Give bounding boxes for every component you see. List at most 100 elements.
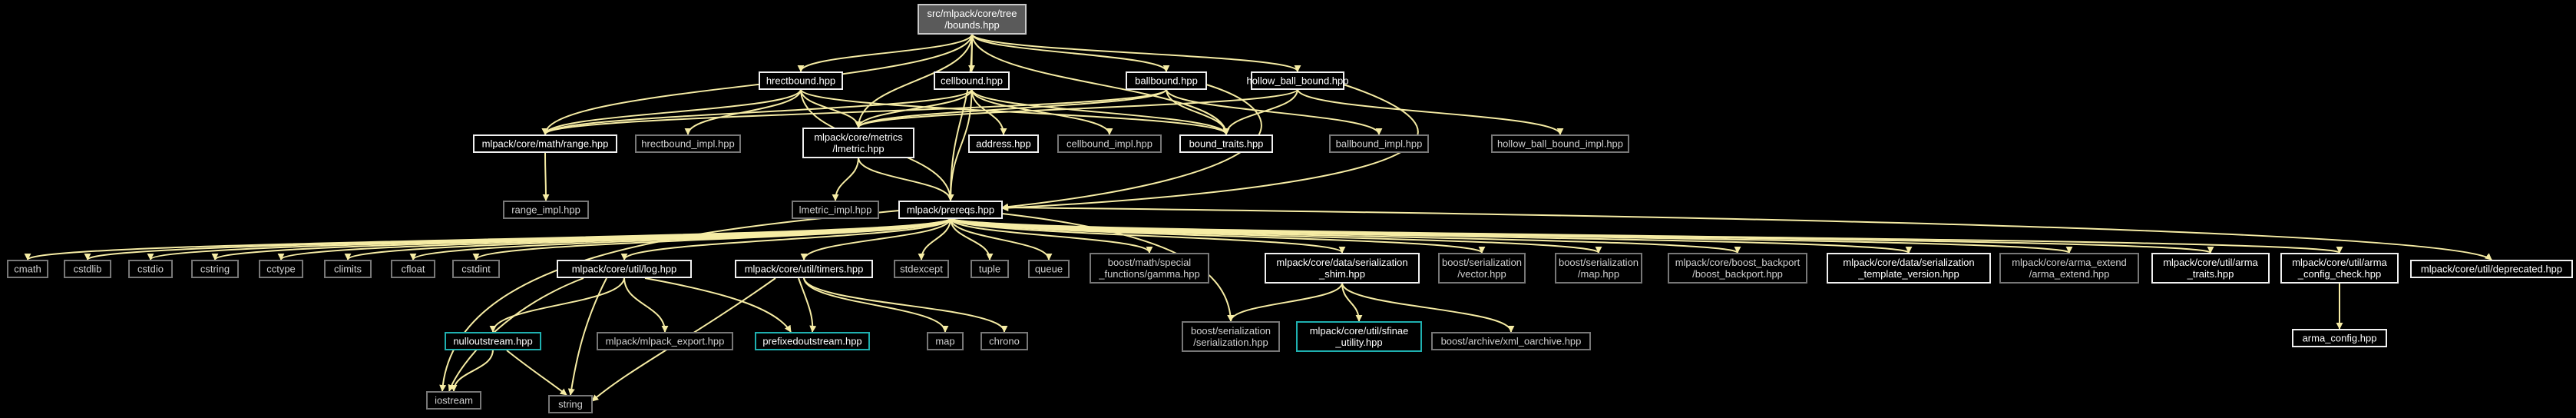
node-label: string — [558, 399, 583, 410]
node-label: prefixedoutstream.hpp — [762, 336, 861, 347]
edge-prereqs-to-deprecated — [1001, 207, 2492, 260]
edge-prereqs-to-queue — [950, 217, 1053, 260]
node-box — [191, 260, 239, 278]
edge-hollow_ball_bound-to-bound_traits — [1222, 88, 1298, 135]
node-bounds[interactable]: src/mlpack/core/tree/bounds.hpp — [918, 4, 1027, 35]
node-timers[interactable]: mlpack/core/util/timers.hpp — [735, 260, 873, 278]
node-label: iostream — [435, 395, 473, 406]
node-box — [548, 395, 593, 413]
edge-log-to-string — [567, 277, 607, 396]
edge-ballbound-to-range — [541, 88, 1167, 135]
node-address[interactable]: address.hpp — [968, 134, 1039, 153]
node-box — [452, 260, 500, 278]
node-label: _utility.hpp — [1334, 337, 1382, 348]
node-lmetric_impl: lmetric_impl.hpp — [792, 201, 879, 219]
node-box — [894, 260, 949, 278]
node-label: src/mlpack/core/tree — [927, 8, 1017, 19]
node-box — [1438, 253, 1526, 284]
node-config_check[interactable]: mlpack/core/util/arma_config_check.hpp — [2280, 253, 2399, 284]
node-label: chrono — [989, 336, 1020, 347]
node-box — [64, 260, 111, 278]
node-cellbound_impl: cellbound_impl.hpp — [1057, 134, 1162, 153]
node-label: climits — [334, 264, 362, 275]
edge-shim-to-sfinae — [1341, 282, 1363, 322]
node-arma_traits[interactable]: mlpack/core/util/arma_traits.hpp — [2151, 253, 2270, 284]
node-label: _config_check.hpp — [2297, 268, 2381, 280]
node-label: /vector.hpp — [1457, 268, 1506, 280]
edge-prereqs-to-config_check — [950, 217, 2343, 254]
node-box — [755, 332, 870, 350]
node-box — [597, 332, 733, 350]
edge-hollow_ball_bound-to-hollow_ball_bound_impl — [1297, 88, 1564, 135]
node-serialization: boost/serialization/serialization.hpp — [1182, 321, 1280, 352]
node-box — [1296, 321, 1422, 352]
node-lmetric[interactable]: mlpack/core/metrics/lmetric.hpp — [802, 128, 914, 158]
edge-nulloutstream-to-iostream — [450, 349, 494, 392]
node-xml_oarchive: boost/archive/xml_oarchive.hpp — [1431, 332, 1591, 350]
node-label: cstdlib — [74, 264, 102, 275]
node-label: hollow_ball_bound_impl.hpp — [1497, 138, 1623, 150]
node-box — [971, 260, 1009, 278]
node-box — [473, 134, 617, 153]
node-bound_traits[interactable]: bound_traits.hpp — [1179, 134, 1273, 153]
node-box — [1028, 260, 1070, 278]
node-cellbound[interactable]: cellbound.hpp — [934, 71, 1010, 90]
edge-nulloutstream-to-string — [506, 350, 567, 396]
node-hrectbound_impl: hrectbound_impl.hpp — [635, 134, 741, 153]
edge-bounds-to-ballbound — [971, 33, 1170, 72]
node-label: ballbound_impl.hpp — [1336, 138, 1423, 150]
node-nulloutstream[interactable]: nulloutstream.hpp — [445, 332, 541, 350]
node-arma_extend: mlpack/core/arma_extend/arma_extend.hpp — [1999, 253, 2139, 284]
node-label: range_impl.hpp — [511, 204, 580, 216]
edge-prereqs-to-tuple — [950, 217, 994, 260]
node-label: mlpack/core/util/sfinae — [1310, 325, 1409, 337]
node-hollow_ball_bound[interactable]: hollow_ball_bound.hpp — [1246, 71, 1349, 90]
node-ballbound[interactable]: ballbound.hpp — [1126, 71, 1207, 90]
node-shim[interactable]: mlpack/core/data/serialization_shim.hpp — [1265, 253, 1420, 284]
node-deprecated[interactable]: mlpack/core/util/deprecated.hpp — [2410, 260, 2573, 278]
node-hollow_ball_bound_impl: hollow_ball_bound_impl.hpp — [1491, 134, 1629, 153]
node-label: mlpack/prereqs.hpp — [907, 204, 994, 216]
node-prefixedoutstream[interactable]: prefixedoutstream.hpp — [755, 332, 870, 350]
node-label: nulloutstream.hpp — [453, 336, 532, 347]
node-box — [927, 332, 964, 350]
node-log[interactable]: mlpack/core/util/log.hpp — [557, 260, 692, 278]
node-prereqs[interactable]: mlpack/prereqs.hpp — [898, 201, 1003, 219]
node-range_impl: range_impl.hpp — [503, 201, 589, 219]
node-range[interactable]: mlpack/core/math/range.hpp — [473, 134, 617, 153]
node-label: boost/serialization — [1191, 325, 1271, 337]
node-box — [759, 71, 843, 90]
node-arma_config[interactable]: arma_config.hpp — [2292, 329, 2387, 347]
node-label: /boost_backport.hpp — [1692, 268, 1783, 280]
node-layer: src/mlpack/core/tree/bounds.hpp hrectboun… — [7, 4, 2573, 413]
node-box — [2151, 253, 2270, 284]
edge-bounds-to-hrectbound — [797, 33, 973, 72]
node-label: ballbound.hpp — [1135, 75, 1198, 87]
edge-hollow_ball_bound-to-lmetric — [855, 88, 1298, 128]
node-label: cmath — [14, 264, 41, 275]
node-label: _functions/gamma.hpp — [1098, 268, 1200, 280]
edge-lmetric-to-lmetric_impl — [832, 157, 859, 201]
node-label: address.hpp — [976, 138, 1031, 150]
node-string: string — [548, 395, 593, 413]
node-box — [2410, 260, 2573, 278]
node-template_version[interactable]: mlpack/core/data/serialization_template_… — [1827, 253, 1991, 284]
node-box — [1251, 71, 1344, 90]
node-label: /lmetric.hpp — [832, 143, 884, 154]
node-box — [918, 4, 1027, 35]
node-box — [968, 134, 1039, 153]
node-label: /arma_extend.hpp — [2029, 268, 2110, 280]
node-hrectbound[interactable]: hrectbound.hpp — [759, 71, 843, 90]
edge-lmetric-to-prereqs — [858, 157, 954, 201]
node-label: boost/serialization — [1442, 257, 1522, 268]
node-label: bound_traits.hpp — [1189, 138, 1264, 150]
node-box — [557, 260, 692, 278]
edge-prereqs-to-stdexcept — [918, 217, 951, 260]
node-label: map — [935, 336, 954, 347]
node-box — [324, 260, 372, 278]
node-sfinae[interactable]: mlpack/core/util/sfinae_utility.hpp — [1296, 321, 1422, 352]
edge-prereqs-to-serialization — [1001, 213, 1235, 322]
node-cstdint: cstdint — [452, 260, 500, 278]
